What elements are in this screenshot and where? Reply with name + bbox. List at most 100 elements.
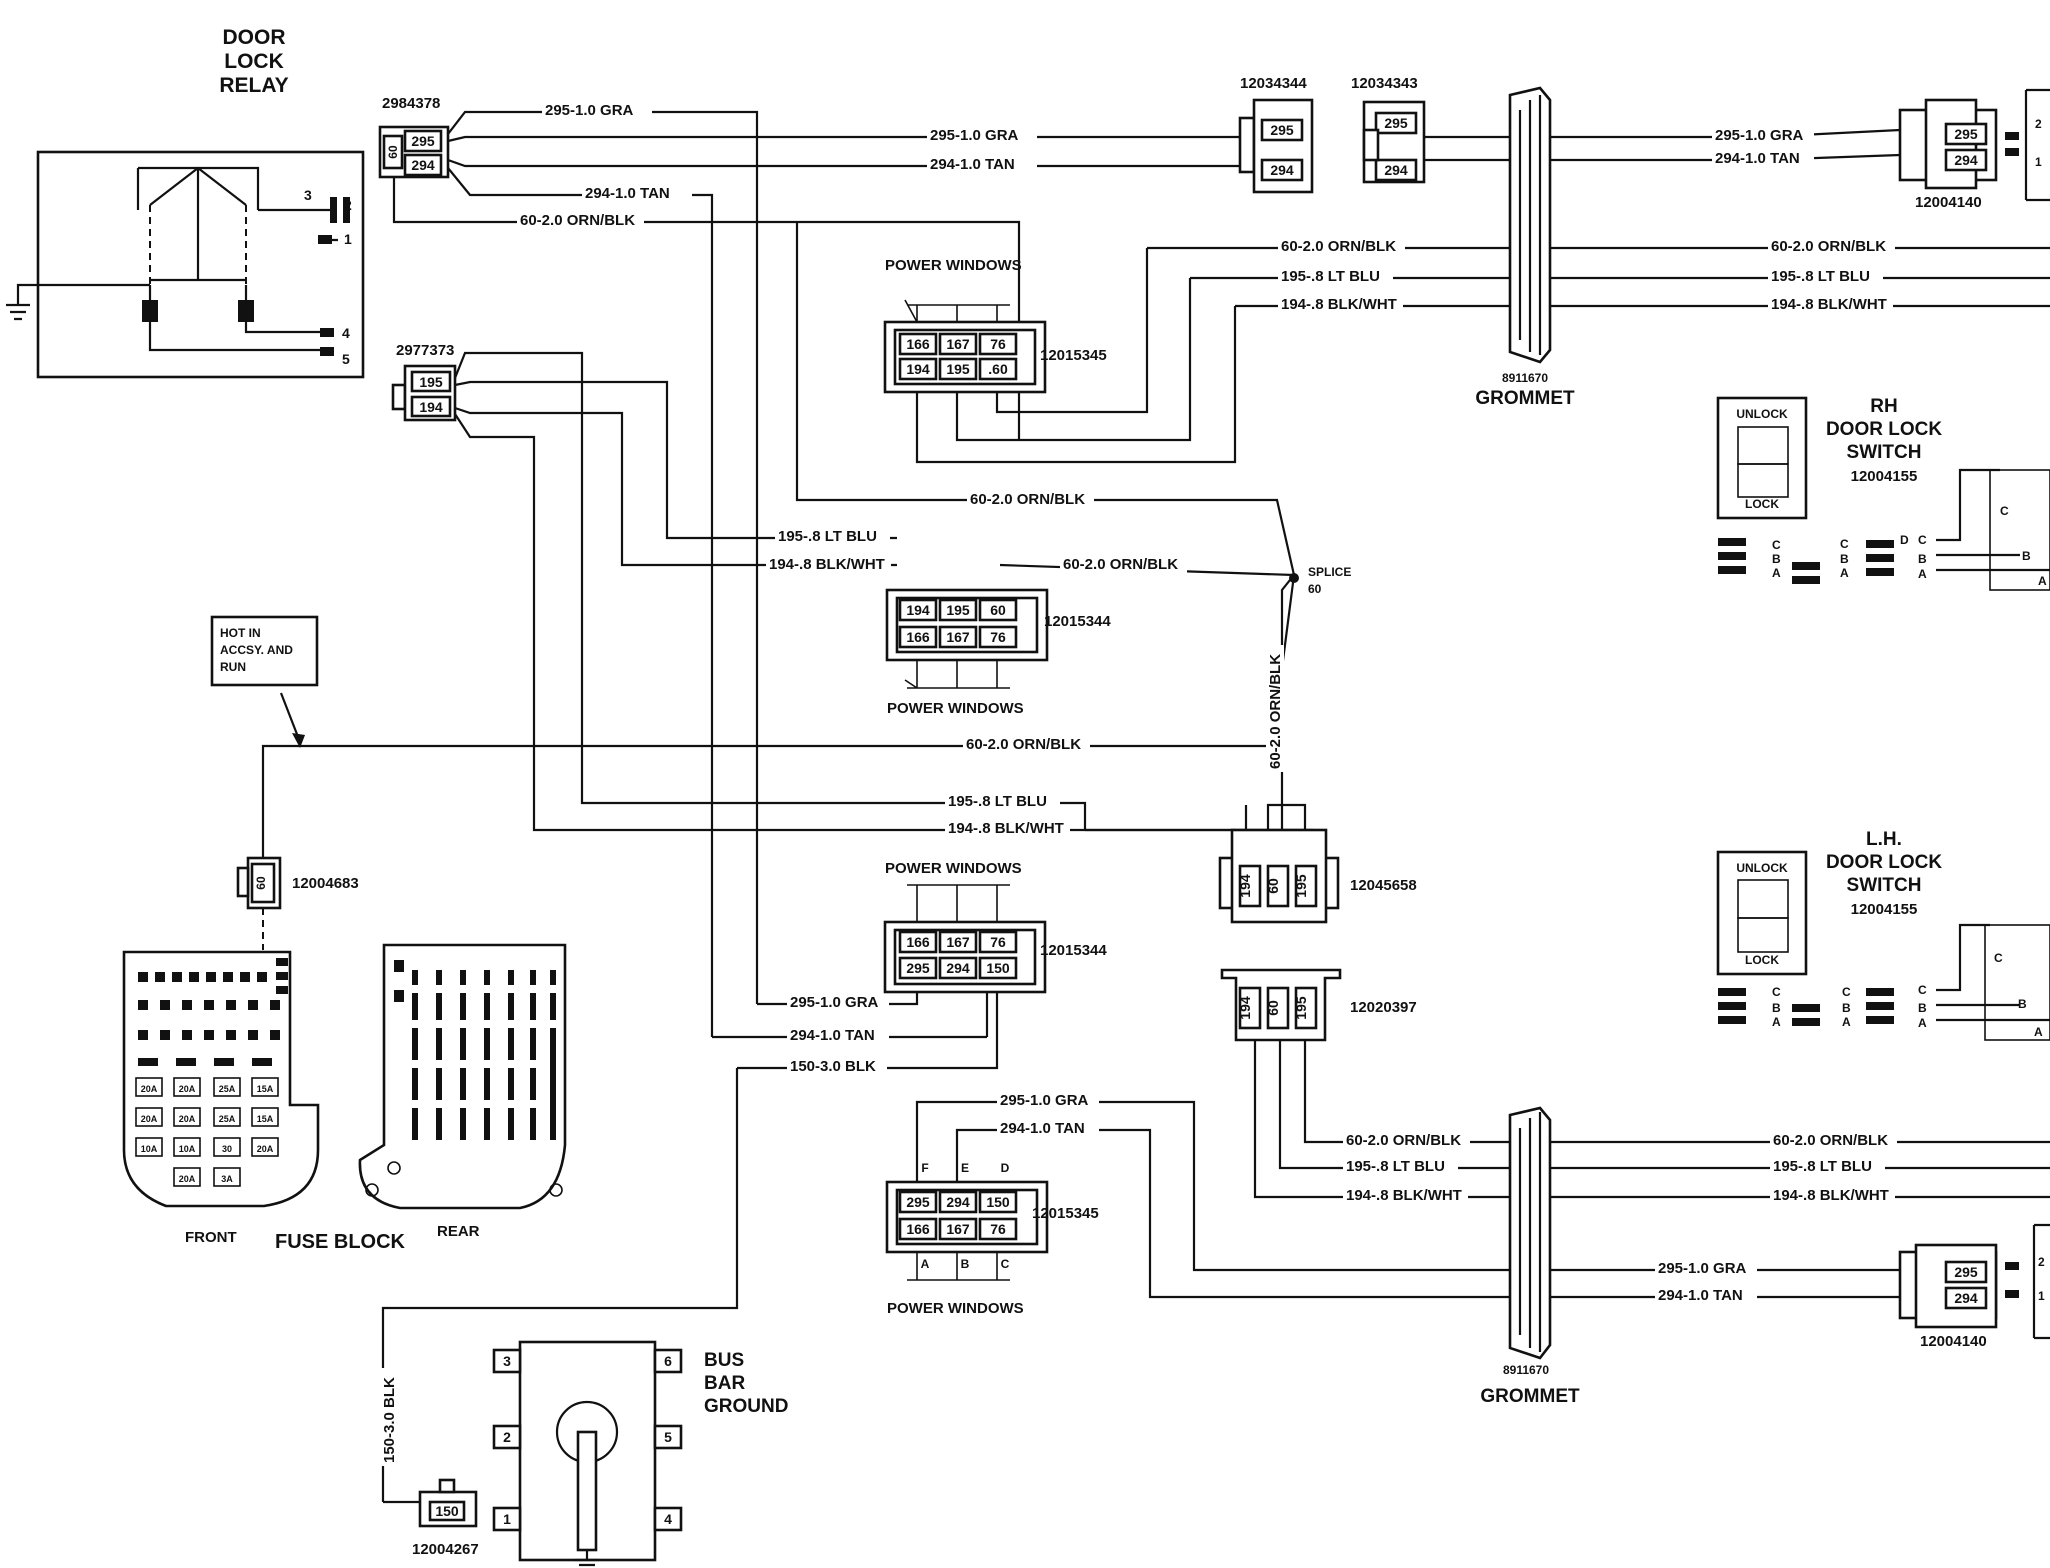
- wire-label-294-relay: 294-1.0 TAN: [585, 185, 670, 202]
- lh-sw-pin2-a: A: [1842, 1015, 1851, 1029]
- wire-label-294-pw4: 294-1.0 TAN: [1000, 1120, 1085, 1137]
- wire-network: [261, 110, 2050, 1502]
- wire-label-294-pw3: 294-1.0 TAN: [790, 1027, 875, 1044]
- fuse-6: 20A: [179, 1114, 196, 1124]
- inline-b-pin-294: 294: [1384, 162, 1408, 178]
- wire-label-195-lower: 195-.8 LT BLU: [1346, 1158, 1445, 1175]
- switch-conn-pin-194: 194: [419, 399, 443, 415]
- pw1-label: POWER WINDOWS: [885, 257, 1022, 274]
- rh-sw-pin3-c: C: [1918, 533, 1927, 547]
- pw2-part: 12015344: [1044, 613, 1111, 630]
- pw4-pin-b2: 167: [946, 1221, 970, 1237]
- rh-sw-pin-a: A: [1772, 566, 1781, 580]
- fuse-7: 25A: [219, 1114, 236, 1124]
- wire-label-60-hot: 60-2.0 ORN/BLK: [966, 736, 1081, 753]
- lh-act-pin-294: 294: [1954, 1290, 1978, 1306]
- wire-label-194-lower: 194-.8 BLK/WHT: [1346, 1187, 1462, 1204]
- lh-switch-part: 12004155: [1851, 901, 1918, 918]
- wire-label-194-upper: 194-.8 BLK/WHT: [1281, 296, 1397, 313]
- pw-connector-1: POWER WINDOWS 166 167 76 194 195 .60 120…: [883, 257, 1107, 394]
- lh-sw-inner-a: A: [2034, 1025, 2043, 1039]
- bus-term-3: 3: [503, 1353, 511, 1369]
- lh-switch-title-3: SWITCH: [1847, 875, 1922, 896]
- ground-conn-part: 12004267: [412, 1541, 479, 1558]
- door-lock-relay: DOOR LOCK RELAY 3 2 1 4 5: [6, 26, 365, 379]
- rh-sw-pin3-a: A: [1918, 567, 1927, 581]
- pw3-pin-t3: 76: [990, 934, 1006, 950]
- fuse-12: 20A: [257, 1144, 274, 1154]
- fuse-block-front: [122, 950, 320, 1208]
- mid-conn-pin-194: 194: [1237, 874, 1253, 898]
- rh-switch-unlock-label: UNLOCK: [1736, 407, 1788, 421]
- rh-switch-title-2: DOOR LOCK: [1826, 419, 1942, 440]
- lh-switch-unlock-label: UNLOCK: [1736, 861, 1788, 875]
- rh-sw-pin2-b: B: [1840, 552, 1849, 566]
- wire-label-194-rh: 194-.8 BLK/WHT: [1771, 296, 1887, 313]
- lh-sw-pin2-b: B: [1842, 1001, 1851, 1015]
- front-fuses: 20A 20A 25A 15A 20A 20A 25A 15A 10A 10A …: [135, 1077, 279, 1187]
- fuse-conn-pin: 60: [254, 876, 268, 890]
- wire-label-194-low: 194-.8 BLK/WHT: [948, 820, 1064, 837]
- inline-connector-b: 12034343 295 294: [1351, 75, 1510, 184]
- fuse-block-title: FUSE BLOCK: [275, 1231, 406, 1253]
- fuse-block-rear-label: REAR: [437, 1223, 480, 1240]
- relay-conn-pin-60: 60: [386, 145, 400, 159]
- wire-label-294-rh: 294-1.0 TAN: [1715, 150, 1800, 167]
- wire-label-195-upper: 195-.8 LT BLU: [1281, 268, 1380, 285]
- rh-sw-pin-c: C: [1772, 538, 1781, 552]
- fuse-block: 20A 20A 25A 15A 20A 20A 25A 15A 10A 10A …: [122, 943, 567, 1253]
- mid-connector-2: 194 60 195 12020397: [1220, 968, 1417, 1042]
- pw4-letter-d: D: [1001, 1161, 1010, 1175]
- pw2-pin-b2: 167: [946, 629, 970, 645]
- splice-dot: [1289, 573, 1299, 583]
- mid-conn2-pin-60: 60: [1265, 1000, 1281, 1016]
- rh-switch-lock-label: LOCK: [1745, 497, 1779, 511]
- wire-label-295-lh: 295-1.0 GRA: [1658, 1260, 1747, 1277]
- wire-label-195-mid: 195-.8 LT BLU: [778, 528, 877, 545]
- mid-conn-part: 12045658: [1350, 877, 1417, 894]
- bus-term-4: 4: [664, 1511, 672, 1527]
- pw2-pin-b1: 166: [906, 629, 930, 645]
- rh-act-side-1: 1: [2035, 155, 2042, 169]
- lh-act-part: 12004140: [1920, 1333, 1987, 1350]
- lh-switch-lock-label: LOCK: [1745, 953, 1779, 967]
- pw4-pin-t3: 150: [986, 1194, 1010, 1210]
- wire-label-60-rh: 60-2.0 ORN/BLK: [1771, 238, 1886, 255]
- wire-label-295-pw4: 295-1.0 GRA: [1000, 1092, 1089, 1109]
- fuse-2: 20A: [179, 1084, 196, 1094]
- pw1-pin-t1: 166: [906, 336, 930, 352]
- relay-conn-pin-295: 295: [411, 133, 435, 149]
- fuse-13: 20A: [179, 1174, 196, 1184]
- relay-coil-right: [238, 300, 254, 322]
- relay-pin-4: 4: [342, 325, 350, 341]
- wire-label-295: 295-1.0 GRA: [930, 127, 1019, 144]
- bus-ground-icon: [575, 1550, 599, 1567]
- splice-label: SPLICE: [1308, 565, 1351, 579]
- hot-note-box: [210, 615, 319, 687]
- pw-connector-2: 194 195 60 166 167 76 POWER WINDOWS 1201…: [885, 588, 1111, 717]
- wire-labels: 295-1.0 GRA 295-1.0 GRA 294-1.0 TAN 294-…: [380, 101, 1897, 1466]
- pw2-pin-b3: 76: [990, 629, 1006, 645]
- grommet-lower-part: 8911670: [1503, 1363, 1549, 1377]
- mid-conn-pin-195: 195: [1293, 874, 1309, 898]
- rear-fuse-grid: [394, 960, 556, 1140]
- pw4-pin-t1: 295: [906, 1194, 930, 1210]
- relay-box: [36, 150, 365, 379]
- rh-switch-title-1: RH: [1870, 396, 1897, 417]
- front-fuse-grid: [138, 958, 288, 1066]
- lh-sw-pin-c: C: [1772, 985, 1781, 999]
- lh-act-side-1: 1: [2038, 1289, 2045, 1303]
- fuse-14: 3A: [221, 1174, 233, 1184]
- rh-act-pin-295: 295: [1954, 126, 1978, 142]
- switch-connector-part: 2977373: [396, 342, 454, 359]
- mid-conn2-part: 12020397: [1350, 999, 1417, 1016]
- inline-connector-a: 12034344 295 294: [1238, 75, 1314, 194]
- pw1-part: 12015345: [1040, 347, 1107, 364]
- pw2-label: POWER WINDOWS: [887, 700, 1024, 717]
- splice-60: SPLICE 60: [1289, 565, 1351, 596]
- fuse-5: 20A: [141, 1114, 158, 1124]
- rh-sw-pin2-c: C: [1840, 537, 1849, 551]
- relay-connector: 2984378 295 294 60: [378, 95, 450, 179]
- pw4-letter-e: E: [961, 1161, 969, 1175]
- lh-act-pin-295: 295: [1954, 1264, 1978, 1280]
